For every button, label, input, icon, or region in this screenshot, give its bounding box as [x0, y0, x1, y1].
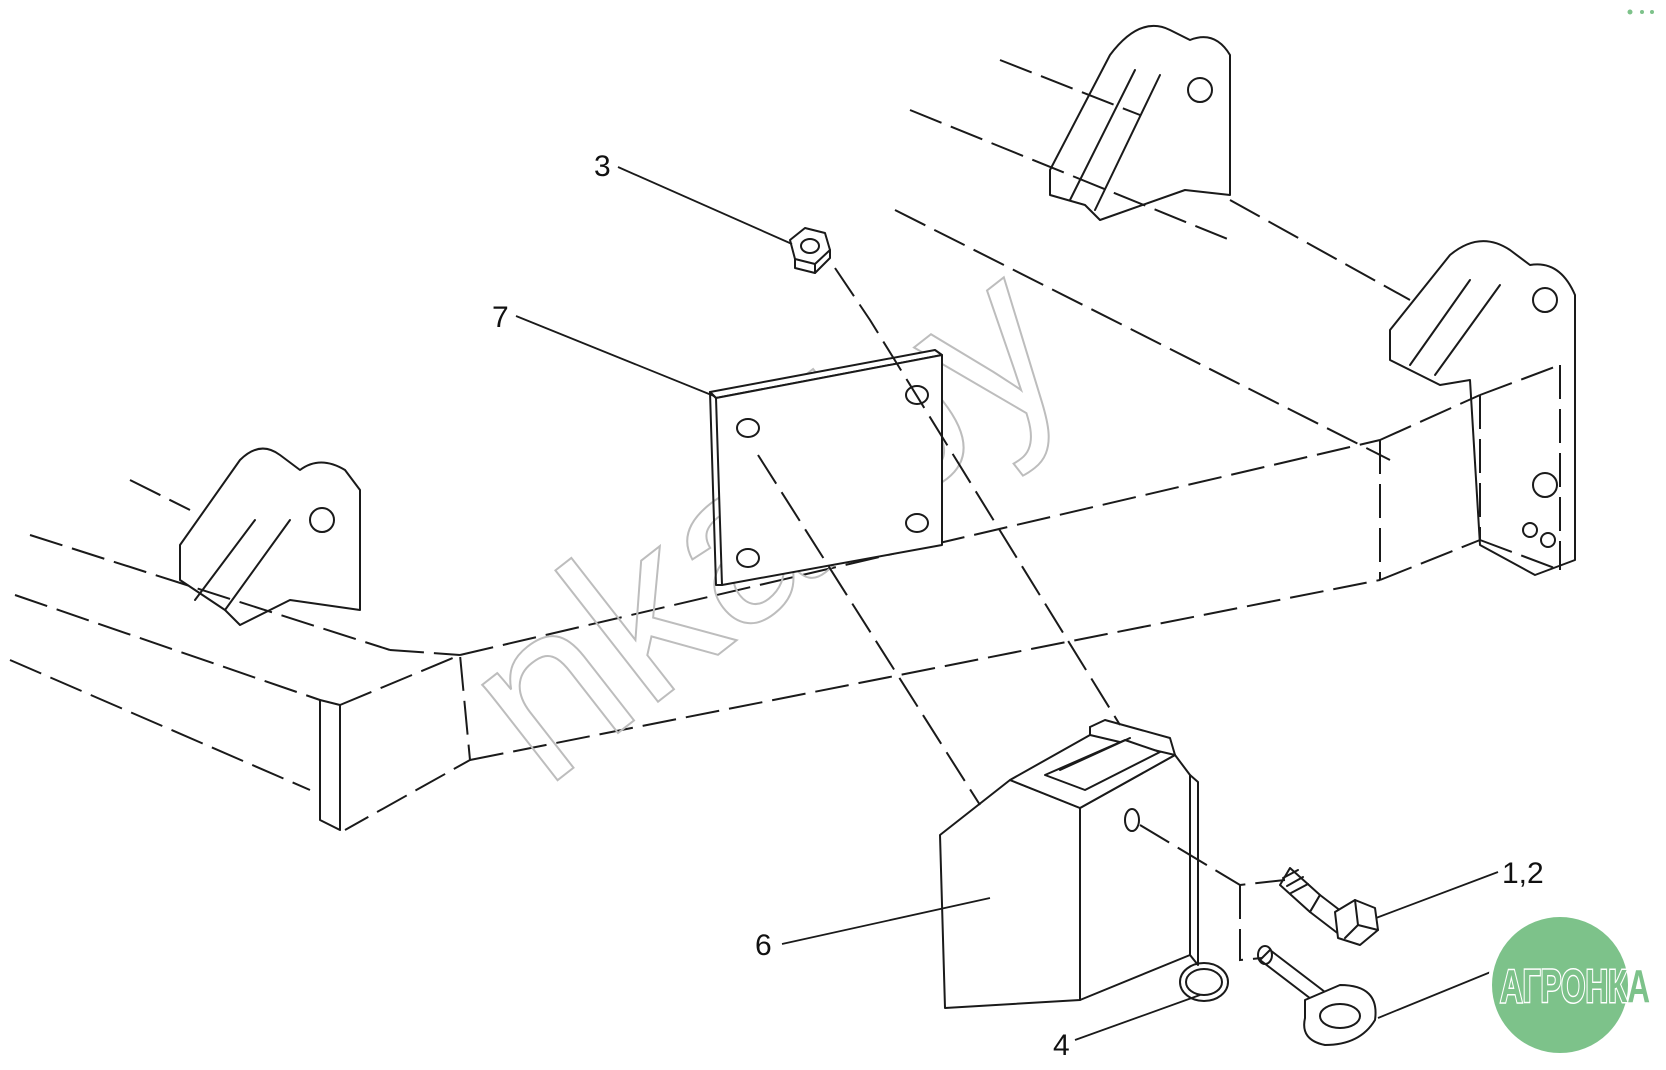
callout-1-2: 1,2: [1502, 857, 1544, 890]
clevis-bracket-top: [1049, 25, 1231, 221]
part-6-holder: [939, 719, 1199, 1009]
callout-7: 7: [492, 301, 509, 334]
clevis-bracket-left: [179, 447, 361, 626]
part-4-ring: [1179, 962, 1229, 1002]
part-3-nut: [789, 227, 831, 274]
corner-dot: [1640, 10, 1644, 14]
clevis-bracket-right: [1389, 240, 1576, 576]
part-7-plate: [709, 349, 943, 586]
callout-3: 3: [594, 150, 611, 183]
frame-beam: [9, 59, 1561, 831]
part-5-pin: [1257, 945, 1377, 1046]
part-1-2-bolt: [1279, 867, 1379, 946]
callout-6: 6: [755, 929, 772, 962]
assembly-lines: [757, 267, 1286, 962]
corner-dot: [1650, 10, 1654, 14]
logo-text: АГРОНКА: [1500, 960, 1650, 1012]
corner-dot: [1627, 9, 1633, 15]
callout-4: 4: [1053, 1029, 1070, 1062]
agronka-logo: АГРОНКА: [1488, 913, 1652, 1057]
